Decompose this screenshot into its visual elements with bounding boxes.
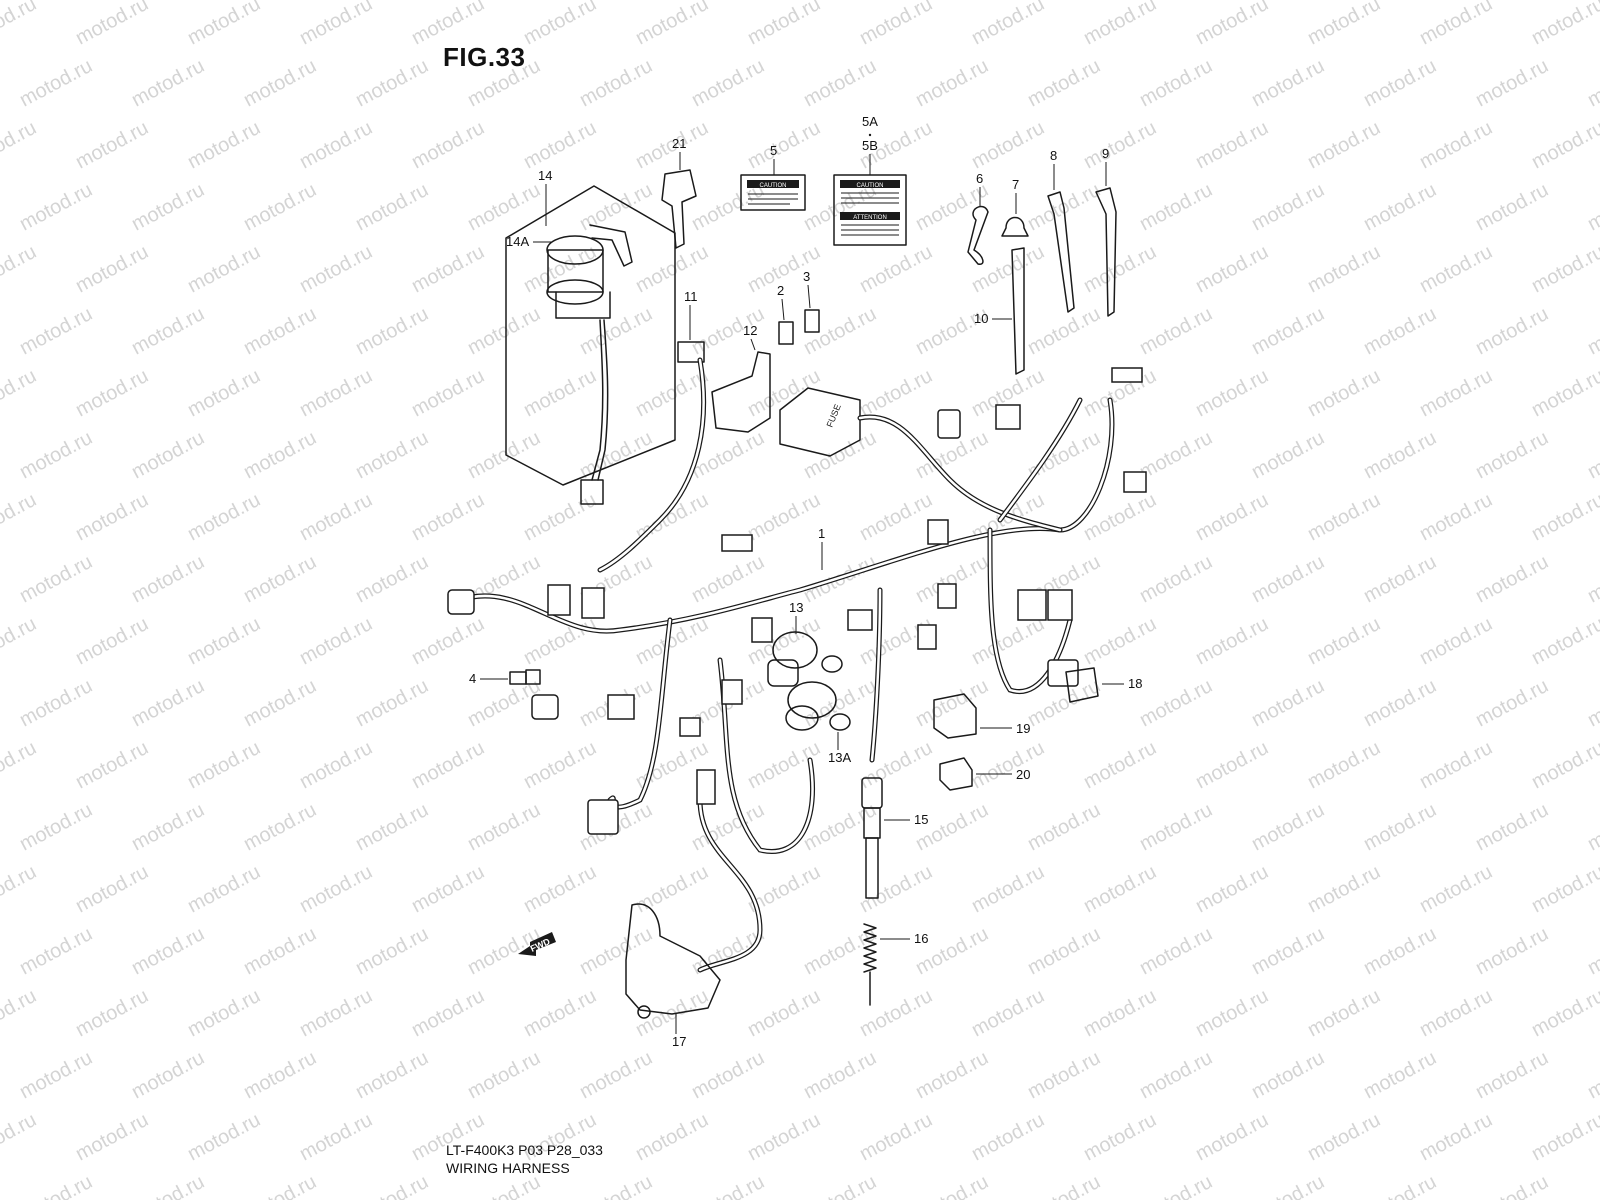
sensor-15: 15 <box>861 777 928 899</box>
svg-text:11: 11 <box>684 289 698 304</box>
svg-text:13A: 13A <box>828 750 851 765</box>
clip-7: 7 <box>1001 177 1029 237</box>
svg-text:7: 7 <box>1012 177 1019 192</box>
svg-text:21: 21 <box>672 136 686 151</box>
svg-text:2: 2 <box>777 283 784 298</box>
svg-text:3: 3 <box>803 269 810 284</box>
callout-14: 14 <box>538 168 552 226</box>
clamp-6: 6 <box>967 171 989 265</box>
svg-text:CAUTION: CAUTION <box>857 183 884 189</box>
harness-connectors <box>447 367 1147 835</box>
svg-text:20: 20 <box>1016 767 1030 782</box>
svg-text:12: 12 <box>743 323 757 338</box>
svg-text:FWD: FWD <box>529 936 552 954</box>
svg-text:6: 6 <box>976 171 983 186</box>
cable-tie-9: 9 <box>1095 146 1117 317</box>
figure-title: FIG.33 <box>443 42 526 72</box>
caution-label-5: CAUTION 5 <box>740 143 806 211</box>
fuse-2: 2 <box>777 283 794 345</box>
svg-text:5: 5 <box>770 143 777 158</box>
fuse-box: FUSE <box>779 387 861 457</box>
svg-text:8: 8 <box>1050 148 1057 163</box>
key-21: 21 <box>661 136 697 249</box>
svg-text:10: 10 <box>974 311 988 326</box>
coupler-4: 4 <box>469 669 541 686</box>
svg-text:ATTENTION: ATTENTION <box>853 215 887 221</box>
fuse-3: 3 <box>803 269 820 333</box>
cover-20: 20 <box>939 757 1030 791</box>
relay-18: 18 <box>1065 667 1142 703</box>
svg-text:17: 17 <box>672 1034 686 1049</box>
callout-14a: 14A <box>506 234 552 249</box>
ignition-switch-assembly <box>505 185 676 505</box>
svg-text:18: 18 <box>1128 676 1142 691</box>
svg-text:15: 15 <box>914 812 928 827</box>
svg-text:5A: 5A <box>862 114 878 129</box>
svg-text:16: 16 <box>914 931 928 946</box>
model-code: LT-F400K3 P03 P28_033 <box>446 1142 603 1158</box>
socket-13a: 13A <box>785 681 851 765</box>
svg-text:9: 9 <box>1102 146 1109 161</box>
svg-text:4: 4 <box>469 671 476 686</box>
svg-text:FUSE: FUSE <box>825 403 843 429</box>
main-harness-wires <box>457 357 1115 973</box>
callout-1: 1 <box>818 526 825 570</box>
sensor-17: 17 <box>625 903 721 1049</box>
holder-19: 19 <box>933 693 1030 739</box>
coupler-11: 11 <box>677 289 705 363</box>
forward-arrow: FWD <box>518 932 556 956</box>
socket-13: 13 <box>767 600 843 687</box>
spring-16: 16 <box>863 923 928 1006</box>
bracket-12: 12 <box>711 323 771 433</box>
svg-text:5B: 5B <box>862 138 878 153</box>
cable-tie-8: 8 <box>1047 148 1075 313</box>
figure-caption: WIRING HARNESS <box>446 1160 570 1176</box>
svg-text:13: 13 <box>789 600 803 615</box>
svg-text:14: 14 <box>538 168 552 183</box>
svg-text:CAUTION: CAUTION <box>760 183 787 189</box>
caution-attention-label-5a-5b: CAUTION ATTENTION 5A 5B <box>833 114 907 246</box>
svg-text:1: 1 <box>818 526 825 541</box>
band-10: 10 <box>974 247 1025 375</box>
svg-text:19: 19 <box>1016 721 1030 736</box>
svg-text:14A: 14A <box>506 234 529 249</box>
